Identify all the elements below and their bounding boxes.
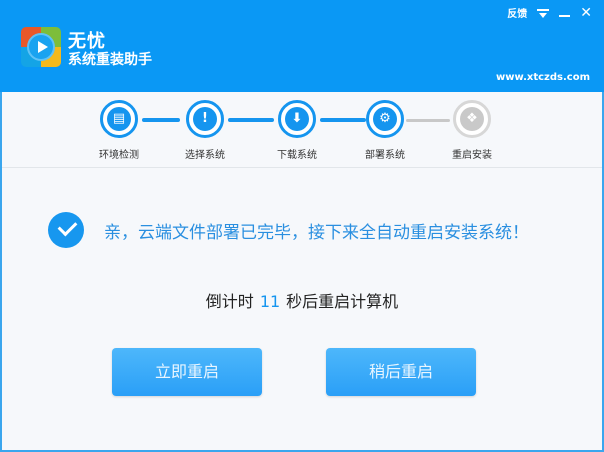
restart-later-button[interactable]: 稍后重启 — [326, 348, 476, 396]
windows-gear-icon: ⚙ — [373, 107, 397, 131]
feedback-link[interactable]: 反馈 — [507, 9, 528, 20]
step-connector — [228, 118, 274, 122]
step-select-system: ! 选择系统 — [175, 100, 235, 161]
countdown-suffix: 秒后重启计算机 — [286, 292, 399, 311]
status-message-text: 亲，云端文件部署已完毕，接下来全自动重启安装系统！ — [104, 222, 529, 243]
progress-steps: ▤ 环境检测 ! 选择系统 ⬇ 下载系统 ⚙ 部署系统 ❖ 重启安装 — [2, 92, 602, 168]
restart-now-button[interactable]: 立即重启 — [112, 348, 262, 396]
step-connector — [406, 119, 450, 122]
minimize-icon[interactable] — [559, 8, 571, 18]
site-url-link[interactable]: www.xtczds.com — [496, 72, 590, 83]
download-icon: ⬇ — [285, 107, 309, 131]
install-box-icon: ❖ — [460, 107, 484, 131]
step-connector — [320, 118, 366, 122]
status-message: 亲，云端文件部署已完毕，接下来全自动重启安装系统！ — [48, 212, 529, 248]
step-label: 环境检测 — [99, 150, 139, 161]
brand-name: 无忧 — [68, 31, 106, 52]
title-bar[interactable]: 无忧 系统重装助手 反馈 ✕ www.xtczds.com — [0, 0, 604, 92]
window-controls: 反馈 ✕ — [507, 4, 592, 21]
close-icon[interactable]: ✕ — [580, 4, 592, 21]
countdown-prefix: 倒计时 — [205, 292, 254, 311]
brand-subtitle: 系统重装助手 — [68, 52, 152, 68]
countdown-text: 倒计时 11 秒后重启计算机 — [2, 288, 602, 312]
step-label: 选择系统 — [185, 150, 225, 161]
step-download-system: ⬇ 下载系统 — [267, 100, 327, 161]
check-circle-icon — [48, 212, 84, 248]
countdown-seconds: 11 — [259, 292, 281, 311]
menu-dropdown-icon[interactable] — [537, 8, 550, 18]
step-label: 部署系统 — [365, 150, 405, 161]
windows-play-logo-icon — [21, 27, 61, 67]
system-file-icon: ! — [193, 107, 217, 131]
step-connector — [142, 118, 180, 122]
step-label: 下载系统 — [277, 150, 317, 161]
step-restart-install: ❖ 重启安装 — [442, 100, 502, 161]
computer-tower-icon: ▤ — [107, 107, 131, 131]
step-environment-check: ▤ 环境检测 — [89, 100, 149, 161]
step-label: 重启安装 — [452, 150, 492, 161]
step-deploy-system: ⚙ 部署系统 — [355, 100, 415, 161]
